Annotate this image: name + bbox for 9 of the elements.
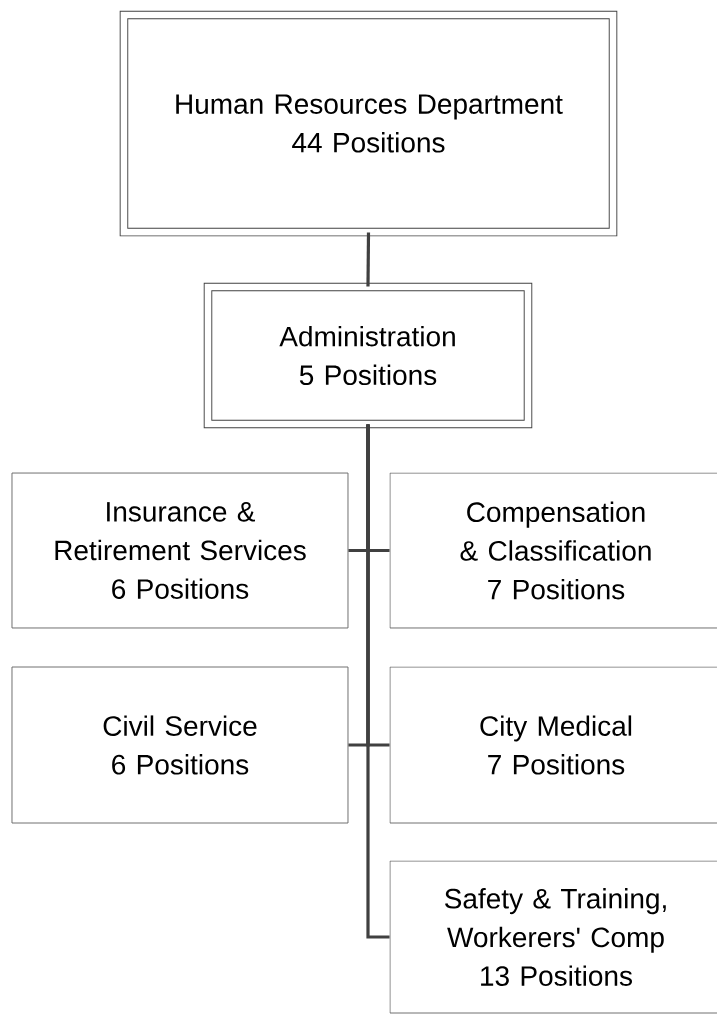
- department-box: Insurance & Retirement Services 6 Positions: [11, 472, 349, 629]
- connector-line: [366, 232, 371, 287]
- department-box: Compensation & Classification 7 Positions: [389, 472, 717, 629]
- connector-line: [366, 424, 390, 939]
- department-box: Administration 5 Positions: [203, 282, 533, 429]
- department-box: Civil Service 6 Positions: [11, 666, 349, 824]
- department-box: City Medical 7 Positions: [389, 666, 717, 824]
- department-box: Human Resources Department 44 Positions: [119, 10, 618, 237]
- department-box: Safety & Training, Workerers' Comp 13 Positions: [389, 860, 717, 1014]
